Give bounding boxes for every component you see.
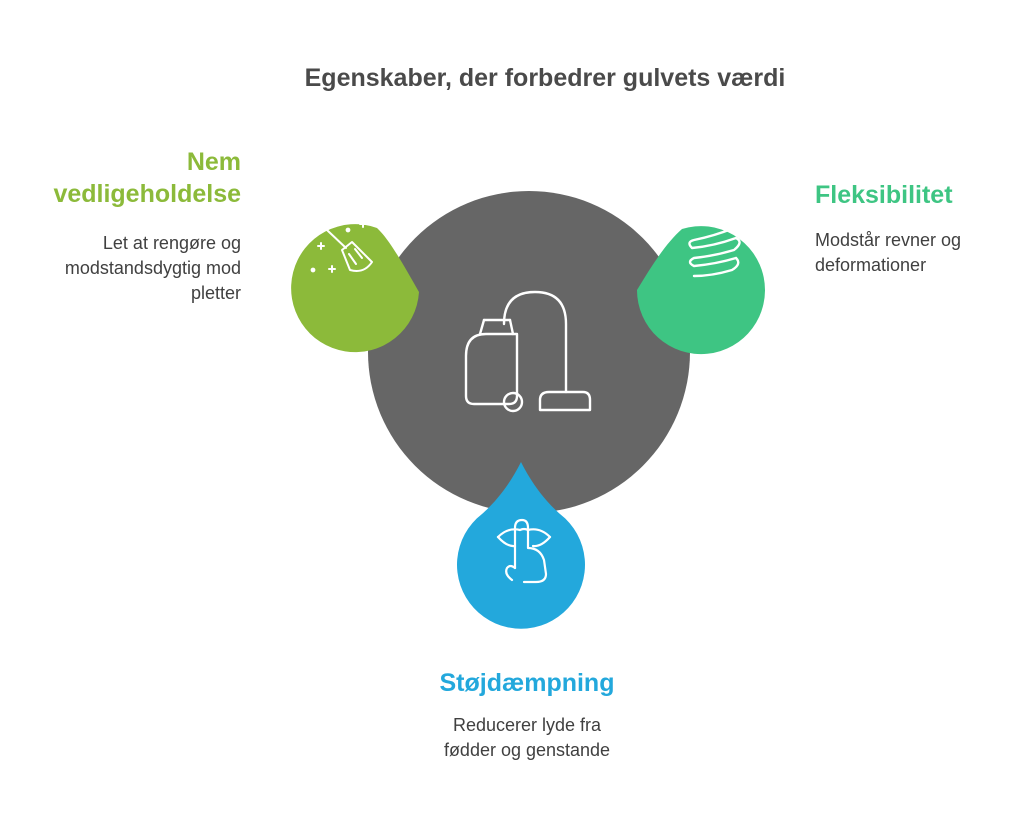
right-pin [636,226,765,355]
item-description-bottom-line2: fødder og genstande [443,740,611,760]
broom-sparkle-icon [309,208,373,273]
spring-coil-icon [688,215,741,278]
center-circle [368,191,690,513]
left-pin [291,224,419,353]
item-title-left: Nem vedligeholdelse [53,146,241,210]
item-title-right: Fleksibilitet [815,181,953,209]
item-description-bottom: Reducerer lyde fra fødder og genstande [412,713,642,763]
item-description-left-line3: pletter [190,283,241,303]
item-description-left-line2: modstandsdygtig mod [64,258,241,278]
item-description-right-line2: deformationer [815,255,927,275]
bottom-pin [457,462,585,629]
item-description-right: Modstår revner og deformationer [815,228,961,278]
item-description-right-line1: Modstår revner og [815,230,962,250]
item-title-left-line2: vedligeholdelse [53,180,241,208]
item-title-bottom: Støjdæmpning [439,669,615,697]
diagram-title: Egenskaber, der forbedrer gulvets værdi [304,64,786,92]
vacuum-cleaner-icon [464,290,592,413]
item-title-left-line1: Nem [186,148,241,176]
item-description-left-line1: Let at rengøre og [102,233,241,253]
item-description-left: Let at rengøre og modstandsdygtig mod pl… [65,231,241,306]
shush-finger-icon [496,518,552,584]
item-description-bottom-line1: Reducerer lyde fra [452,715,602,735]
